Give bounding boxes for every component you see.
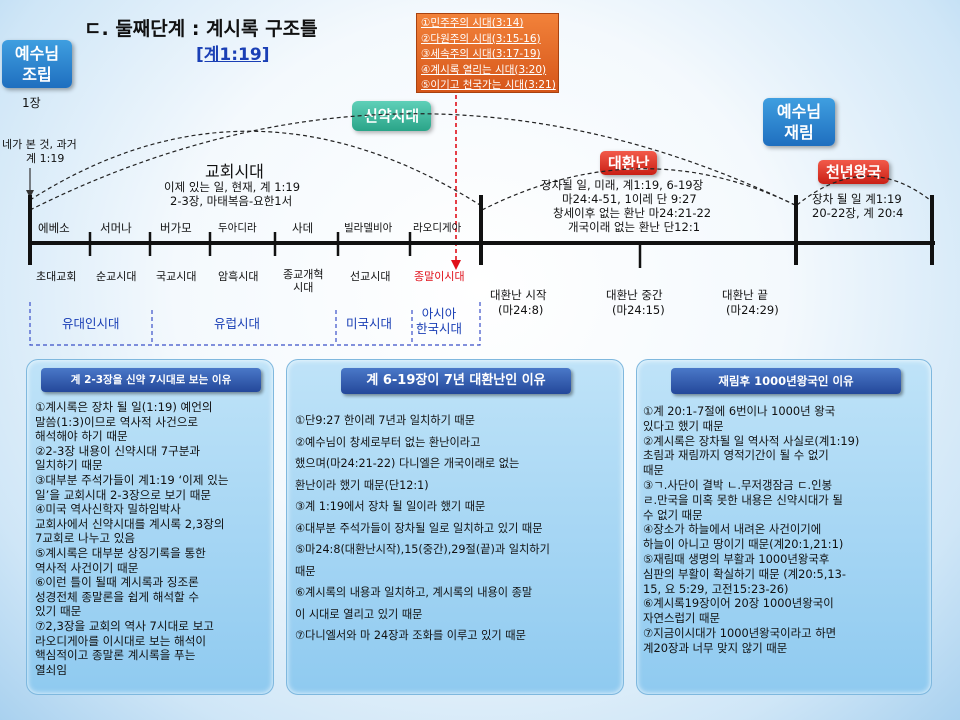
list-item: ⑤계시록은 대부분 상징기록을 통한 역사적 사건이기 때문: [35, 545, 206, 575]
era-early-church: 초대교회: [36, 270, 77, 283]
chapter-one-label: 1장: [22, 96, 41, 110]
seven-eras-box: ①민주주의 시대(3:14) ②다원주의 시대(3:15-16) ③세속주의 시…: [416, 13, 559, 93]
past-label: 네가 본 것, 과거: [2, 138, 77, 151]
panel-seven-eras-reason: 계 2-3장을 신약 7시대로 보는 이유 ①계시록은 장차 될 일(1:19)…: [26, 359, 274, 695]
list-item: ⑥이런 틀이 될때 계시록과 징조론 성경전체 종말론을 쉽게 해석할 수 있기…: [35, 575, 200, 619]
list-item: ⑥계시록의 내용과 일치하고, 계시록의 내용이 종말 이 시대로 열리고 있기…: [295, 586, 533, 621]
church-laodicea: 라오디게아: [413, 222, 462, 234]
list-item: ⑥계시록19장이어 20장 1000년왕국이 자연스럽기 때문: [643, 596, 834, 626]
church-era-line2: 2-3장, 마태복음-요한1서: [170, 194, 293, 208]
title-reference: [계1:19]: [196, 45, 270, 65]
list-item: ⑦2,3장을 교회의 역사 7시대로 보고 라오디게아를 이시대로 보는 해석이…: [35, 618, 214, 677]
list-item: ②2-3장 내용이 신약시대 7구분과 일치하기 때문: [35, 443, 201, 473]
trib-info-3: 창세이후 없는 환난 마24:21-22: [553, 206, 712, 220]
jesus-return-badge: 예수님 재림: [763, 98, 835, 146]
list-item: ⑤마24:8(대환난시작),15(중간),29절(끝)과 일치하기 때문: [295, 543, 550, 578]
panel-list: ①계 20:1-7절에 6번이나 1000년 왕국 있다고 했기 때문 ②계시록…: [643, 404, 931, 656]
big-era-jewish: 유대인시대: [62, 316, 120, 331]
era-end-time: 종말이시대: [414, 270, 465, 283]
mill-info-2: 20-22장, 계 20:4: [812, 206, 904, 220]
list-item: ①단9:27 한이레 7년과 일치하기 때문: [295, 414, 476, 427]
panel-tribulation-reason: 계 6-19장이 7년 대환난인 이유 ①단9:27 한이레 7년과 일치하기 …: [286, 359, 624, 695]
era-mission: 선교시대: [350, 270, 391, 283]
chapter-arrowhead: [26, 190, 34, 198]
list-item: ⑦다니엘서와 마 24장과 조화를 이루고 있기 때문: [295, 629, 526, 642]
church-thyatira: 두아디라: [218, 222, 257, 234]
panel-millennium-reason: 재림후 1000년왕국인 이유 ①계 20:1-7절에 6번이나 1000년 왕…: [636, 359, 932, 695]
trib-end-label: 대환난 끝: [722, 288, 768, 302]
list-item: ①계 20:1-7절에 6번이나 1000년 왕국 있다고 했기 때문: [643, 404, 836, 433]
tribulation-arc: [481, 168, 796, 211]
era-state-church: 국교시대: [156, 270, 197, 283]
church-philadelphia: 빌라델비아: [344, 222, 393, 234]
new-testament-arc: [29, 113, 796, 211]
page-title: ㄷ. 둘째단계 : 계시록 구조틀: [84, 18, 318, 40]
church-pergamum: 버가모: [160, 221, 192, 235]
era-reformation: 종교개혁 시대: [283, 268, 324, 294]
trib-info-2: 마24:4-51, 1이레 단 9:27: [562, 192, 697, 206]
era-martyrdom: 순교시대: [96, 270, 137, 283]
millennium-badge: 천년왕국: [818, 160, 890, 184]
list-item: ②예수님이 창세로부터 없는 환난이라고 했으며(마24:21-22) 다니엘은…: [295, 435, 520, 492]
current-era-arrowhead: [451, 260, 461, 270]
list-item: ③ㄱ.사단이 결박 ㄴ.무저갱잠금 ㄷ.인봉 ㄹ.만국을 미혹 못한 내용은 신…: [643, 477, 843, 522]
trib-start-ref: (마24:8): [498, 303, 544, 317]
panel-list: ①단9:27 한이레 7년과 일치하기 때문 ②예수님이 창세로부터 없는 환난…: [295, 410, 621, 647]
list-item: ⑤재림때 생명의 부활과 1000년왕국후 심판의 부활이 확실하기 때문 (계…: [643, 551, 846, 596]
era-bracket: [29, 302, 481, 346]
trib-info-1: 장차될 일, 미래, 계1:19, 6-19장: [541, 178, 704, 192]
panel-title: 재림후 1000년왕국인 이유: [671, 368, 901, 394]
era-item: ②다원주의 시대(3:15-16): [421, 32, 541, 45]
list-item: ④대부분 주석가들이 장차될 일로 일치하고 있기 때문: [295, 521, 543, 535]
trib-end-ref: (마24:29): [726, 303, 779, 317]
list-item: ②계시록은 장차될 일 역사적 사실로(계1:19) 초림과 재림까지 영적기간…: [643, 433, 860, 478]
big-era-europe: 유럽시대: [214, 316, 261, 331]
big-era-asia-korea: 아시아 한국시대: [416, 306, 463, 336]
past-ref: 계 1:19: [26, 152, 65, 165]
list-item: ①계시록은 장차 될 일(1:19) 예언의 말씀(1:3)이므로 역사적 사건…: [35, 400, 213, 444]
trib-start-label: 대환난 시작: [490, 288, 547, 302]
church-ephesus: 에베소: [38, 221, 70, 235]
era-item: ⑤이기고 천국가는 시대(3:21): [421, 79, 556, 91]
church-sardis: 사데: [292, 221, 314, 235]
era-dark-age: 암흑시대: [218, 270, 259, 283]
church-era-arc: [29, 130, 481, 206]
era-item: ①민주주의 시대(3:14): [421, 17, 524, 29]
list-item: ⑦지금이시대가 1000년왕국이라고 하면 계20장과 너무 맞지 않기 때문: [643, 625, 837, 655]
panel-title: 계 2-3장을 신약 7시대로 보는 이유: [41, 368, 261, 392]
trib-mid-label: 대환난 중간: [606, 288, 663, 302]
jesus-establish-badge: 예수님 조립: [2, 40, 72, 88]
trib-info-4: 개국이래 없는 환난 단12:1: [568, 220, 701, 234]
timeline-diagram: [26, 95, 935, 346]
big-era-america: 미국시대: [346, 316, 393, 331]
list-item: ③계 1:19에서 장차 될 일이라 했기 때문: [295, 500, 486, 513]
church-era-title: 교회시대: [205, 162, 264, 181]
era-item: ④계시록 열리는 시대(3:20): [421, 63, 547, 76]
list-item: ④미국 역사신학자 밀하임박사 교회사에서 신약시대를 계시록 2,3장의 7교…: [35, 502, 225, 546]
list-item: ④장소가 하늘에서 내려온 사건이기에 하늘이 아니고 땅이기 때문(계20:1…: [643, 522, 844, 552]
millennium-arc: [796, 175, 931, 206]
panel-title: 계 6-19장이 7년 대환난인 이유: [341, 368, 571, 394]
church-era-line1: 이제 있는 일, 현재, 계 1:19: [164, 180, 301, 194]
era-item: ③세속주의 시대(3:17-19): [421, 48, 541, 60]
church-smyrna: 서머나: [100, 221, 132, 235]
panel-list: ①계시록은 장차 될 일(1:19) 예언의 말씀(1:3)이므로 역사적 사건…: [35, 400, 271, 677]
mill-info-1: 장차 될 일 계1:19: [812, 192, 902, 206]
list-item: ③대부분 주석가들이 계1:19 ‘이제 있는 일’을 교회시대 2-3장으로 …: [35, 472, 229, 502]
trib-mid-ref: (마24:15): [612, 303, 665, 317]
